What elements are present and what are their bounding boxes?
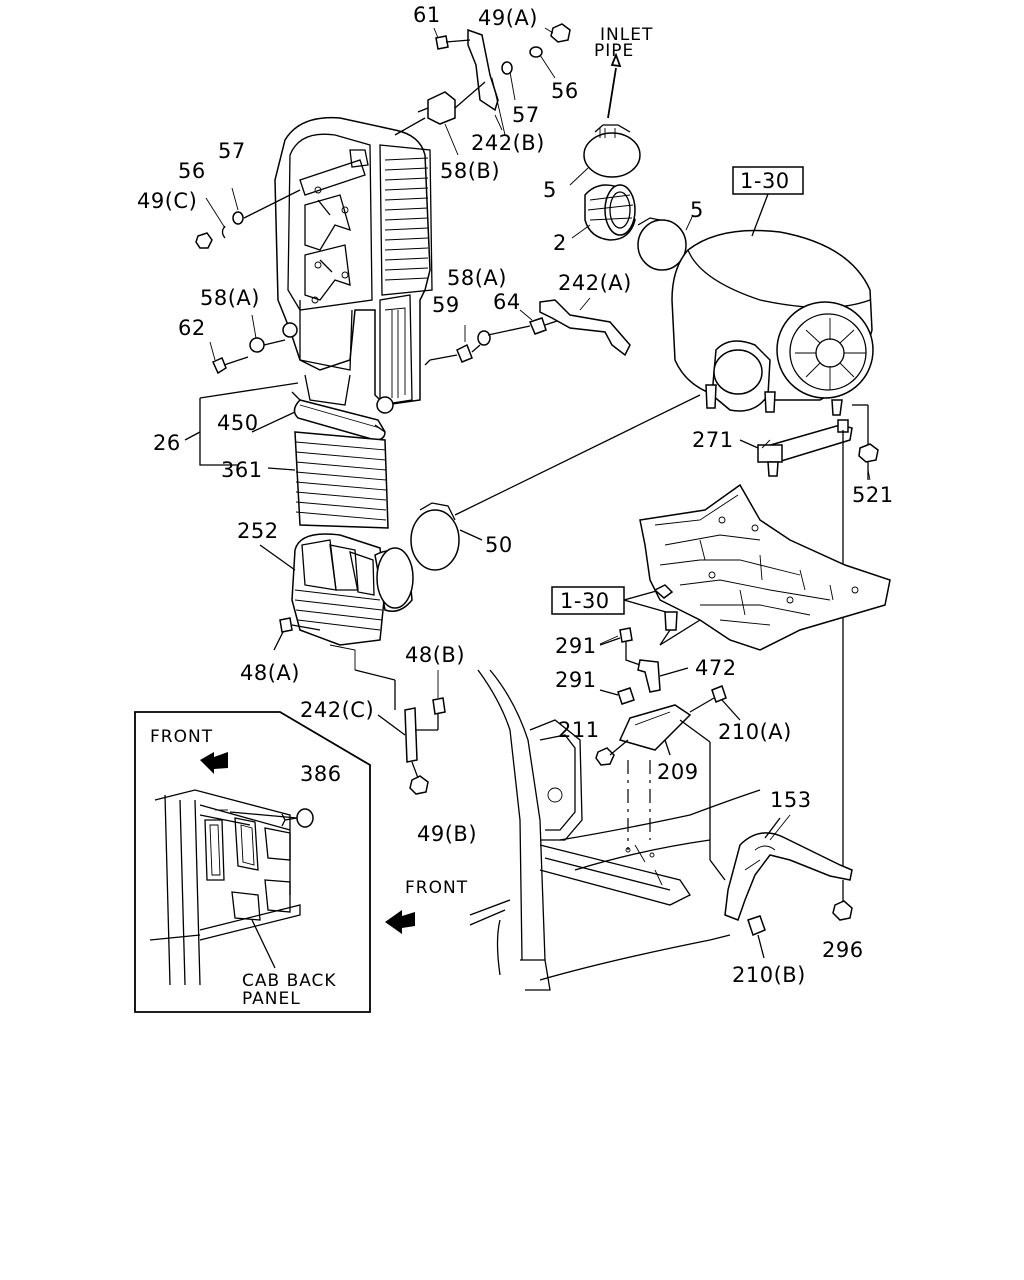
clamp-50 <box>410 394 701 571</box>
label-252: 252 <box>237 519 279 543</box>
label-58a-left: 58(A) <box>200 286 260 310</box>
label-49b: 49(B) <box>417 822 477 846</box>
chassis-frame <box>469 669 761 991</box>
label-48a: 48(A) <box>240 661 300 685</box>
top-bracket-parts <box>417 23 571 156</box>
label-361: 361 <box>221 458 263 482</box>
duct-assembly <box>184 382 389 529</box>
label-cab-back: CAB BACK <box>242 971 337 991</box>
label-521: 521 <box>852 483 894 507</box>
label-49a: 49(A) <box>478 6 538 30</box>
callout-labels: 61 49(A) INLET PIPE 56 57 242(B) 58(B) 5… <box>137 3 894 1009</box>
left-fasteners <box>195 187 301 249</box>
label-front-inset: FRONT <box>150 727 213 747</box>
label-1-30-upper: 1-30 <box>740 169 790 193</box>
lower-brackets <box>595 627 741 860</box>
label-49c: 49(C) <box>137 189 197 213</box>
air-intake-duct <box>274 116 433 414</box>
label-26: 26 <box>153 431 181 455</box>
bracket-153 <box>709 817 853 959</box>
label-57-left: 57 <box>218 139 246 163</box>
air-cleaner <box>671 166 874 416</box>
label-2: 2 <box>553 231 567 255</box>
label-62: 62 <box>178 316 206 340</box>
label-210a: 210(A) <box>718 720 792 744</box>
floor-plate <box>551 483 891 651</box>
mount-bracket-271 <box>739 404 879 870</box>
label-209: 209 <box>657 760 699 784</box>
label-242b: 242(B) <box>471 131 545 155</box>
label-5-right: 5 <box>690 198 704 222</box>
label-inlet: INLET <box>600 25 653 45</box>
label-pipe: PIPE <box>594 41 634 61</box>
label-271: 271 <box>692 428 734 452</box>
inset-cab-panel <box>134 711 371 1013</box>
small-parts <box>209 297 631 375</box>
label-61: 61 <box>413 3 441 27</box>
label-211: 211 <box>558 718 600 742</box>
label-296: 296 <box>822 938 864 962</box>
label-64: 64 <box>493 290 521 314</box>
label-450: 450 <box>217 411 259 435</box>
label-panel: PANEL <box>242 989 301 1009</box>
bracket-242c <box>377 670 446 795</box>
label-50: 50 <box>485 533 513 557</box>
label-58a-mid: 58(A) <box>447 266 507 290</box>
label-291-bottom: 291 <box>555 668 597 692</box>
label-48b: 48(B) <box>405 643 465 667</box>
hose-clamps <box>569 52 694 271</box>
label-56-left: 56 <box>178 159 206 183</box>
label-1-30-lower: 1-30 <box>560 589 610 613</box>
label-242c: 242(C) <box>300 698 374 722</box>
label-front-main: FRONT <box>405 878 468 898</box>
label-291-top: 291 <box>555 634 597 658</box>
label-210b: 210(B) <box>732 963 806 987</box>
label-58b: 58(B) <box>440 159 500 183</box>
label-59: 59 <box>432 293 460 317</box>
duct-252 <box>259 533 414 710</box>
label-472: 472 <box>695 656 737 680</box>
label-153: 153 <box>770 788 812 812</box>
front-arrow-main <box>385 910 415 934</box>
label-56-top: 56 <box>551 79 579 103</box>
label-57-top: 57 <box>512 103 540 127</box>
leader-lines <box>433 27 871 841</box>
label-242a: 242(A) <box>558 271 632 295</box>
label-5-upper: 5 <box>543 178 557 202</box>
label-386: 386 <box>300 762 342 786</box>
